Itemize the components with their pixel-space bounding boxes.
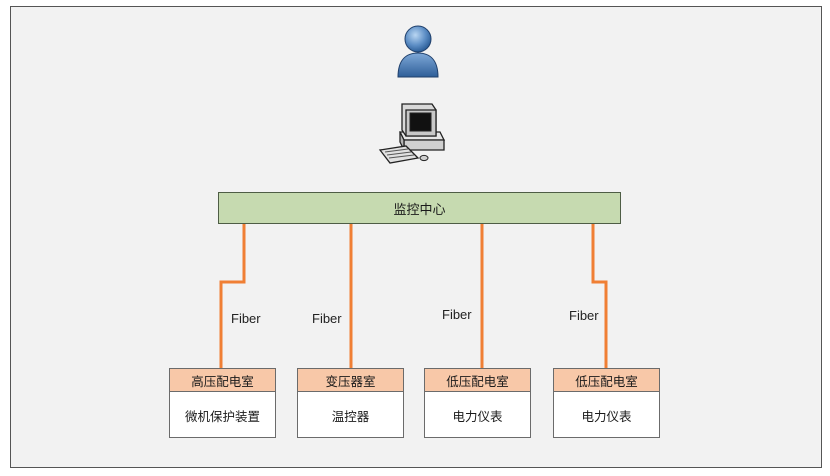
station-3: 低压配电室 电力仪表 — [424, 368, 531, 438]
station-2-device: 温控器 — [331, 408, 370, 424]
fiber-label-3: Fiber — [442, 307, 472, 322]
station-4-device: 电力仪表 — [581, 408, 632, 424]
monitoring-center-bus: 监控中心 — [218, 192, 621, 224]
station-4: 低压配电室 电力仪表 — [553, 368, 660, 438]
station-3-device: 电力仪表 — [452, 408, 503, 424]
diagram-frame — [10, 6, 822, 468]
station-2-title: 变压器室 — [298, 369, 403, 392]
station-1: 高压配电室 微机保护装置 — [169, 368, 276, 438]
computer-icon — [378, 103, 446, 164]
fiber-label-4: Fiber — [569, 308, 599, 323]
monitoring-center-label: 监控中心 — [393, 202, 446, 218]
fiber-link-1 — [219, 224, 246, 368]
station-3-title: 低压配电室 — [425, 369, 530, 392]
station-1-title: 高压配电室 — [170, 369, 275, 392]
user-icon — [397, 25, 439, 78]
fiber-label-1: Fiber — [231, 311, 261, 326]
station-1-device: 微机保护装置 — [184, 408, 260, 424]
fiber-label-2: Fiber — [312, 311, 342, 326]
station-2: 变压器室 温控器 — [297, 368, 404, 438]
fiber-link-4 — [591, 224, 608, 368]
station-4-title: 低压配电室 — [554, 369, 659, 392]
